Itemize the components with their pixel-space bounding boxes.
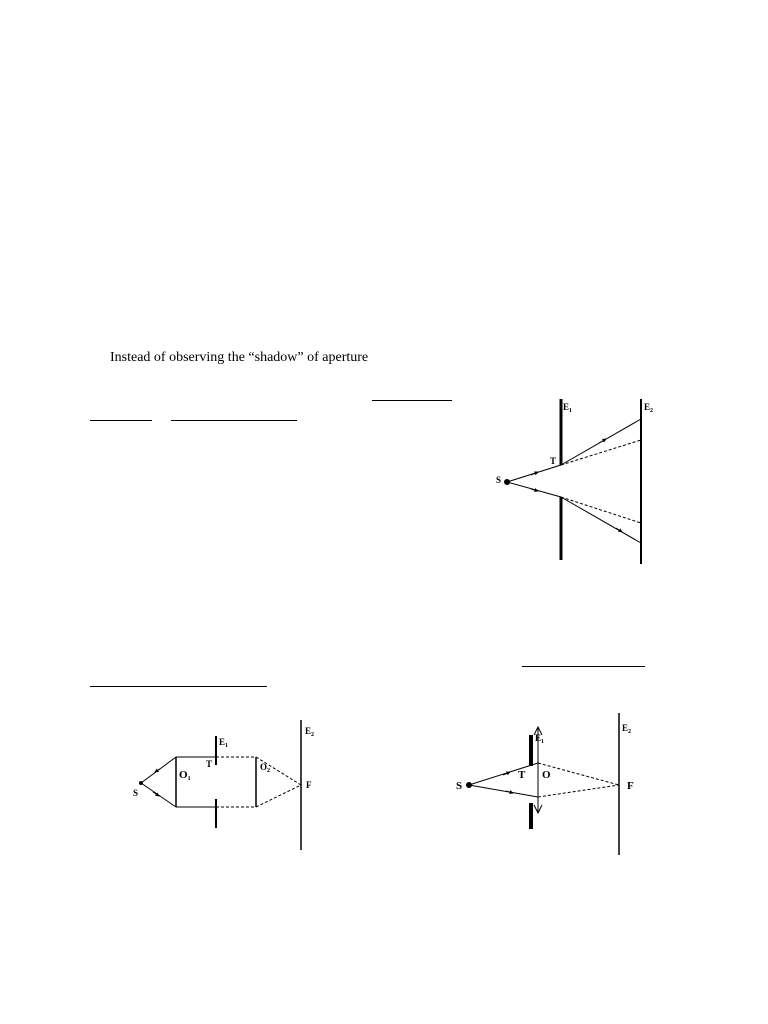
- label-source: S: [456, 780, 462, 792]
- label-focus: F: [306, 780, 312, 790]
- label-o2: O2: [260, 762, 270, 774]
- blank-line: [90, 420, 152, 421]
- converging-ray: [255, 756, 302, 786]
- ray: [468, 784, 539, 798]
- ray-arrow: [530, 471, 539, 476]
- blank-line: [522, 666, 645, 667]
- label-e1: E1: [219, 737, 228, 749]
- lens-arrow-bottom: [533, 804, 543, 815]
- converging-ray: [537, 784, 620, 798]
- label-e1: E1: [563, 402, 572, 414]
- ray-arrow: [152, 791, 160, 797]
- ray-arrow: [530, 488, 539, 492]
- label-o: O: [542, 769, 551, 781]
- blank-line: [372, 400, 452, 401]
- ray-arrow: [154, 768, 161, 773]
- blank-line: [90, 686, 267, 687]
- diffracted-ray: [560, 496, 642, 544]
- label-source: S: [133, 788, 138, 798]
- ray-arrow: [598, 438, 607, 444]
- label-o1: O1: [179, 769, 191, 782]
- ray-arrow: [615, 527, 623, 533]
- shadow-edge: [560, 439, 642, 466]
- intro-paragraph: Instead of observing the “shadow” of ape…: [110, 350, 369, 365]
- blank-line: [171, 420, 297, 421]
- converging-ray: [537, 762, 620, 786]
- lens-arrow-top: [533, 725, 543, 736]
- label-aperture: T: [550, 456, 556, 466]
- converging-ray: [255, 784, 302, 808]
- shadow-edge: [560, 496, 642, 524]
- label-source: S: [496, 475, 501, 485]
- label-e2: E2: [644, 402, 653, 414]
- ray-arrow: [505, 790, 514, 794]
- label-e1: E1: [535, 733, 544, 745]
- label-e2: E2: [622, 723, 631, 735]
- ray-arrow: [502, 771, 511, 776]
- label-e2: E2: [305, 726, 314, 738]
- ray: [468, 762, 539, 786]
- label-focus: F: [627, 780, 634, 792]
- label-aperture: T: [206, 759, 212, 769]
- label-aperture: T: [518, 769, 526, 781]
